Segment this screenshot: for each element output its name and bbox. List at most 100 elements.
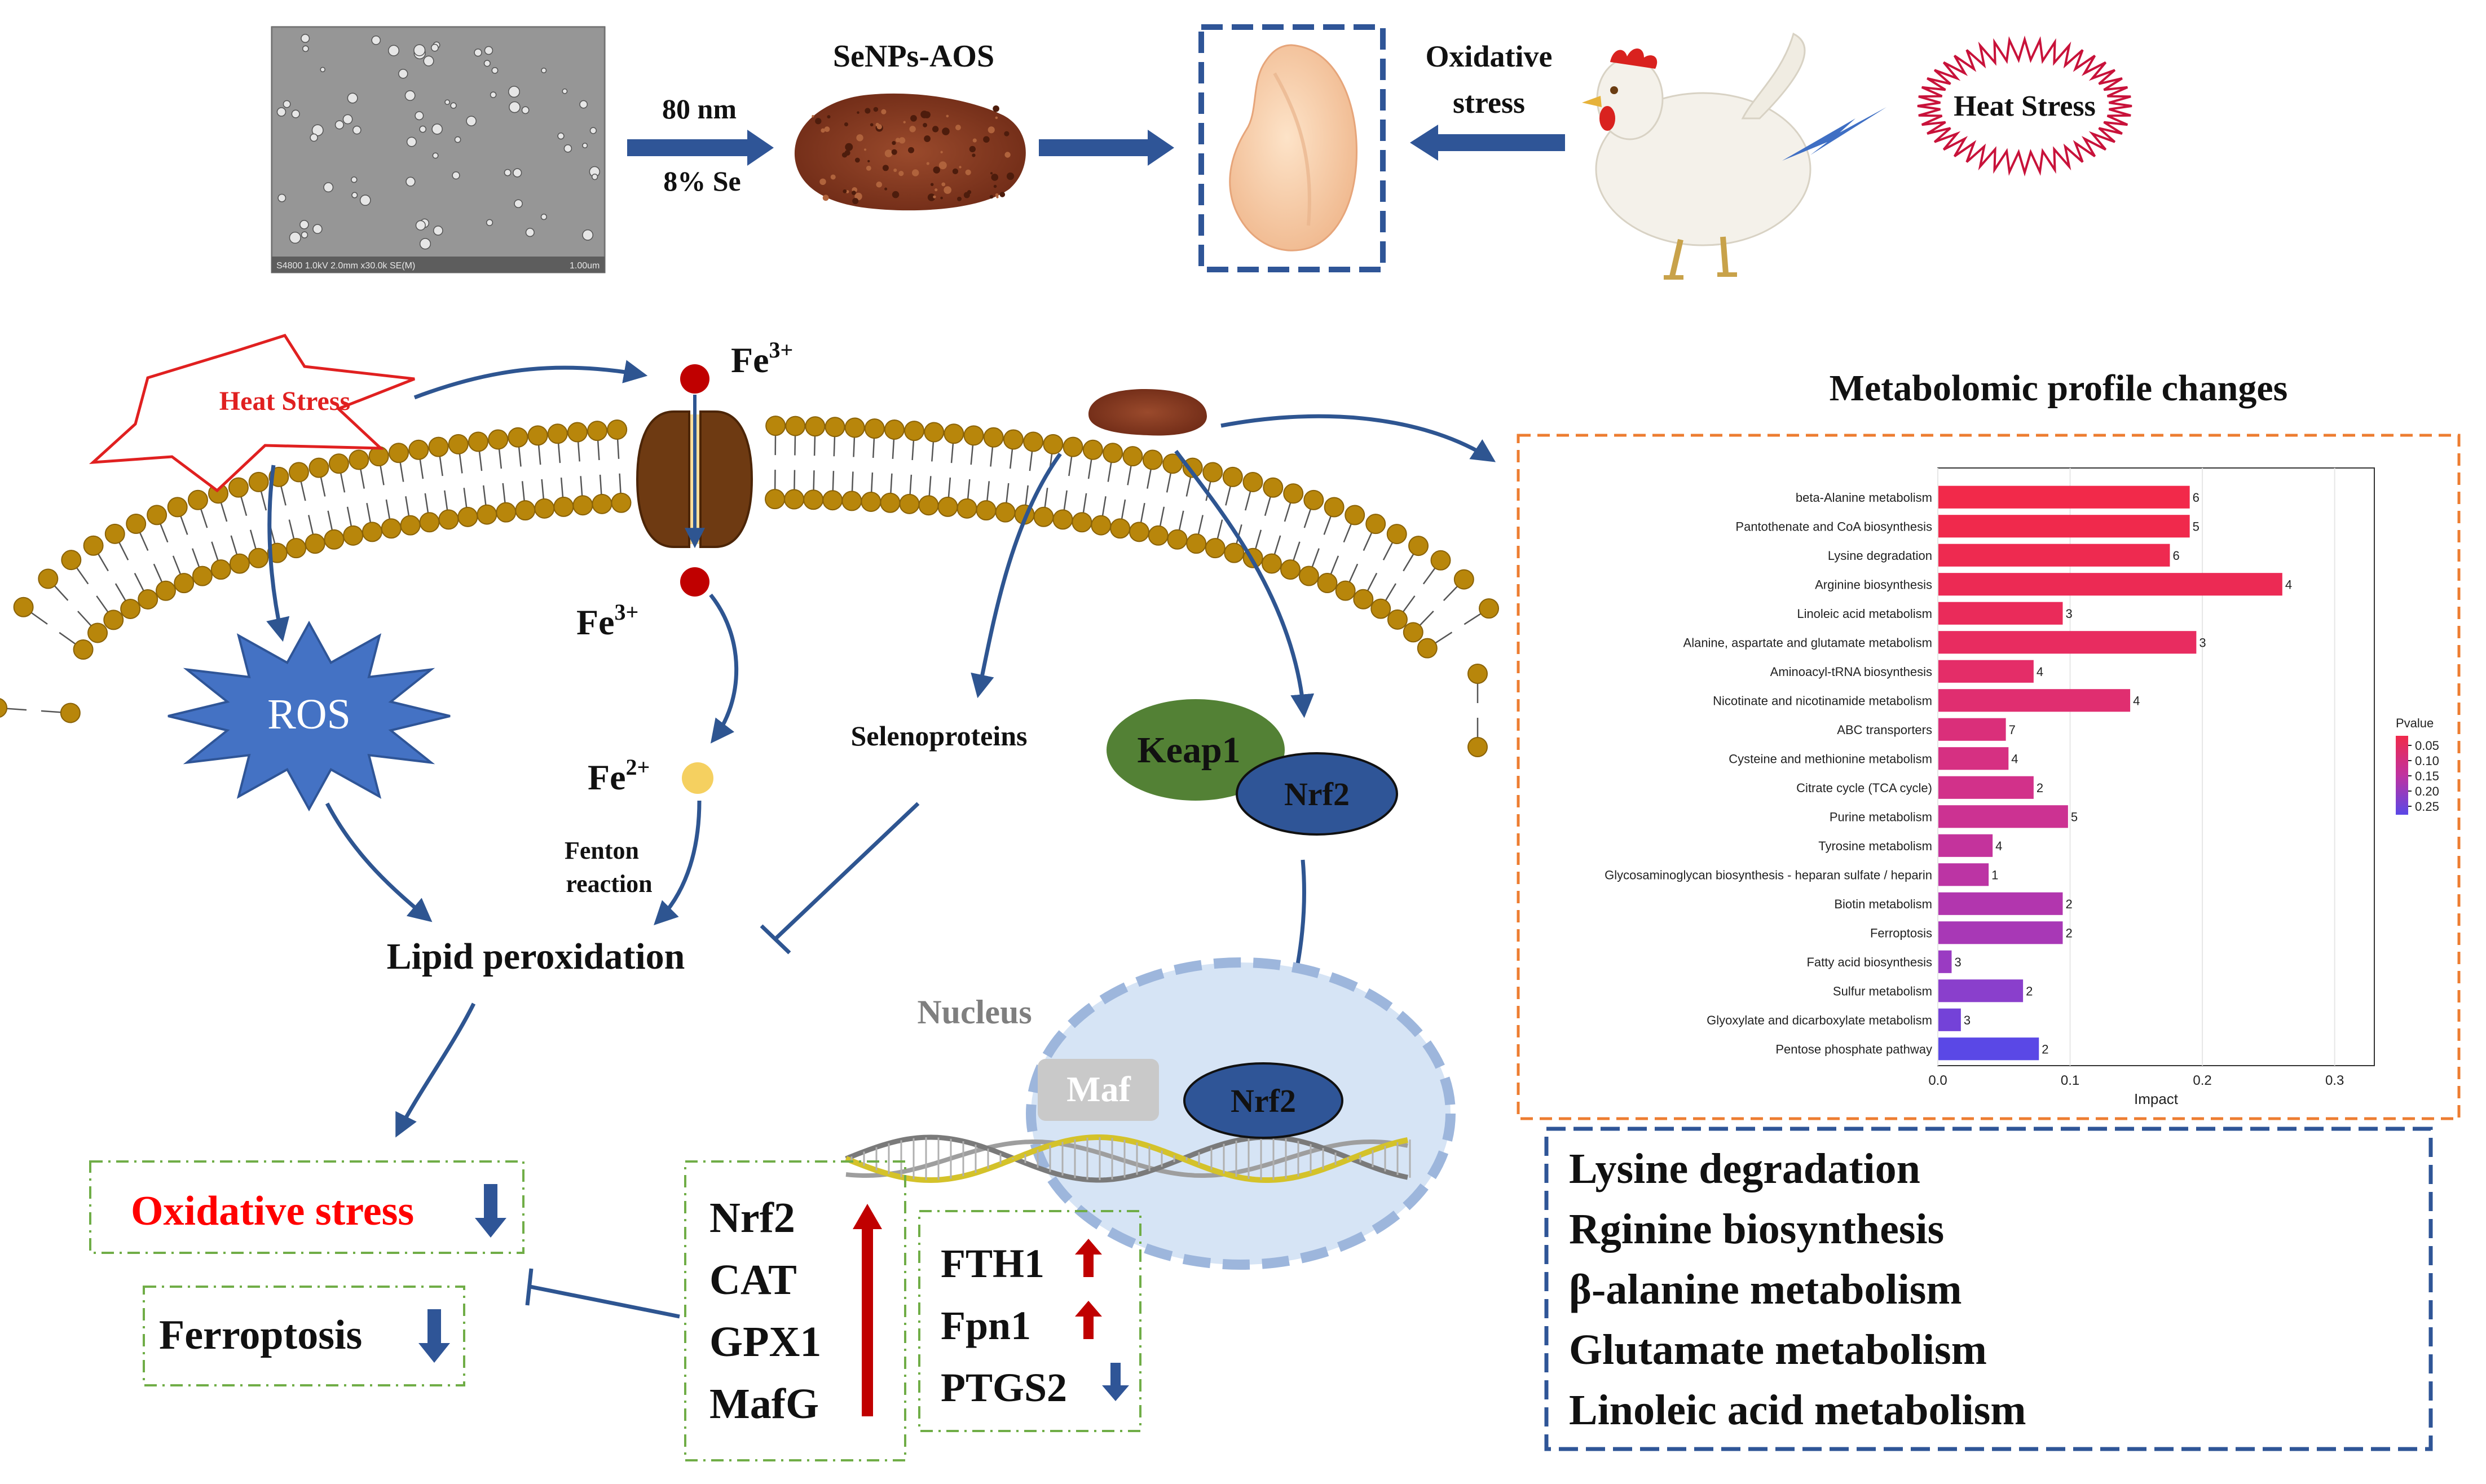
impact-bar bbox=[1938, 893, 2062, 915]
powder-speck bbox=[852, 198, 858, 204]
x-tick-label: 0.2 bbox=[2193, 1073, 2211, 1088]
category-label: Citrate cycle (TCA cycle) bbox=[1796, 781, 1932, 795]
impact-bar bbox=[1938, 921, 2062, 944]
powder-speck bbox=[935, 188, 937, 191]
stress-to-meat-arrow bbox=[1410, 125, 1565, 161]
sem-particle bbox=[541, 68, 546, 73]
powder-speck bbox=[898, 171, 903, 176]
bar-count-label: 2 bbox=[2037, 781, 2043, 795]
sem-particle bbox=[433, 153, 438, 158]
ferroptosis-label: Ferroptosis bbox=[159, 1312, 362, 1358]
powder-speck bbox=[946, 115, 949, 118]
sem-particle bbox=[353, 126, 361, 134]
bar-count-label: 6 bbox=[2172, 549, 2179, 563]
sem-particle bbox=[424, 56, 434, 66]
powder-speck bbox=[955, 125, 961, 130]
sem-particle bbox=[399, 69, 408, 78]
sem-particle bbox=[514, 200, 522, 207]
sem-particle bbox=[474, 49, 482, 56]
sem-particle bbox=[445, 100, 449, 104]
category-label: Ferroptosis bbox=[1870, 926, 1932, 940]
oxidative-label-1: Oxidative bbox=[1426, 39, 1553, 73]
hen-illustration bbox=[1582, 34, 1810, 277]
sem-particle bbox=[415, 112, 423, 120]
powder-speck bbox=[959, 166, 961, 168]
powder-speck bbox=[892, 149, 897, 155]
nrf2-nucleus-label: Nrf2 bbox=[1231, 1083, 1296, 1119]
powder-speck bbox=[995, 117, 998, 120]
category-label: Alanine, aspartate and glutamate metabol… bbox=[1683, 635, 1932, 650]
category-label: Fatty acid biosynthesis bbox=[1806, 955, 1932, 969]
summary-item: β-alanine metabolism bbox=[1569, 1266, 1962, 1313]
powder-speck bbox=[855, 158, 860, 163]
sem-particle bbox=[372, 36, 380, 45]
bar-count-label: 4 bbox=[2285, 577, 2292, 591]
powder-speck bbox=[993, 105, 999, 112]
senps-aos-small bbox=[1088, 389, 1207, 436]
impact-bar bbox=[1938, 979, 2023, 1002]
selenoproteins-label: Selenoproteins bbox=[851, 720, 1028, 752]
fenton-label-2: reaction bbox=[566, 870, 652, 898]
powder-speck bbox=[990, 172, 993, 174]
powder-speck bbox=[941, 182, 945, 186]
legend-tick: 0.10 bbox=[2415, 754, 2439, 768]
sem-particle bbox=[414, 45, 425, 56]
powder-speck bbox=[877, 124, 882, 129]
powder-speck bbox=[932, 126, 938, 132]
sem-particle bbox=[590, 127, 596, 134]
powder-speck bbox=[845, 150, 850, 156]
powder-speck bbox=[910, 115, 917, 122]
powder-speck bbox=[823, 195, 829, 201]
fe3-bottom-label: Fe3+ bbox=[576, 599, 638, 642]
maf-label: Maf bbox=[1066, 1069, 1131, 1109]
sem-particle bbox=[343, 114, 352, 123]
impact-bar bbox=[1938, 573, 2282, 595]
bar-count-label: 1 bbox=[1991, 868, 1998, 882]
category-label: Nicotinate and nicotinamide metabolism bbox=[1713, 694, 1932, 708]
sem-particle bbox=[541, 214, 546, 220]
powder-speck bbox=[874, 107, 879, 112]
fe3-top-label: Fe3+ bbox=[731, 337, 793, 380]
sem-particle bbox=[509, 101, 520, 112]
x-tick-label: 0.3 bbox=[2325, 1073, 2344, 1088]
sem-particle bbox=[283, 100, 290, 107]
sem-particle bbox=[431, 45, 438, 51]
bar-count-label: 4 bbox=[2133, 694, 2140, 708]
sem-image: S4800 1.0kV 2.0mm x30.0k SE(M) 1.00um bbox=[272, 27, 605, 272]
oxidative-stress-down-arrow bbox=[475, 1184, 506, 1238]
powder-speck bbox=[944, 186, 951, 194]
powder-speck bbox=[892, 191, 899, 198]
powder-speck bbox=[912, 169, 919, 176]
impact-bar bbox=[1938, 863, 1989, 886]
impact-bar bbox=[1938, 1037, 2039, 1060]
sem-particle bbox=[302, 232, 308, 238]
bar-count-label: 3 bbox=[1964, 1013, 1971, 1027]
sem-particle bbox=[487, 219, 493, 226]
sem-particle bbox=[583, 143, 587, 148]
gene-label: MafG bbox=[709, 1380, 819, 1428]
summary-item: Glutamate metabolism bbox=[1569, 1326, 1987, 1373]
powder-speck bbox=[1004, 152, 1010, 157]
heat-stress-badge: Heat Stress bbox=[1918, 39, 2132, 173]
sem-particle bbox=[300, 220, 308, 229]
legend-title: Pvalue bbox=[2396, 716, 2434, 730]
iron-channel bbox=[637, 395, 752, 547]
powder-speck bbox=[852, 191, 856, 195]
impact-bar bbox=[1938, 1009, 1961, 1031]
sem-particle bbox=[484, 46, 492, 54]
gene-label: PTGS2 bbox=[941, 1365, 1067, 1410]
sem-particle bbox=[320, 67, 325, 72]
powder-speck bbox=[939, 161, 947, 169]
powder-speck bbox=[940, 197, 943, 200]
sem-particle bbox=[420, 238, 431, 249]
sem-particle bbox=[420, 126, 426, 132]
powder-speck bbox=[885, 149, 893, 157]
sem-particle bbox=[324, 183, 333, 192]
ros-burst: ROS bbox=[168, 623, 450, 809]
sem-particle bbox=[292, 110, 299, 118]
sem-particle bbox=[504, 169, 510, 175]
powder-speck bbox=[990, 195, 993, 198]
sem-particle bbox=[289, 232, 301, 244]
powder-speck bbox=[903, 121, 906, 123]
